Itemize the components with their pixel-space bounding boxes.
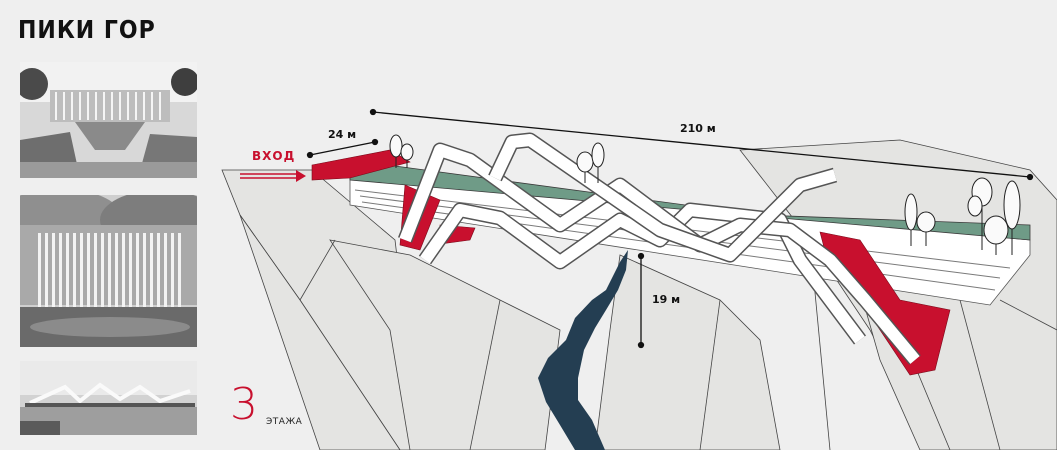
floors-count: 3 [230,379,258,430]
height-label: 19 м [652,293,680,306]
river [538,250,628,450]
bridge-photo [20,361,197,435]
entrance-segment-label: 24 м [328,128,356,141]
page-title: ПИКИ ГОР [18,16,156,45]
forest-columns-photo [20,195,197,347]
dimension-lines [306,108,1034,349]
length-total-label: 210 м [680,122,716,135]
entrance-label: ВХОД [252,149,295,163]
floors-label: ЭТАЖА [266,417,303,427]
entrance-arrow-icon [240,170,306,182]
tree-icons [389,134,1021,255]
building-photo [20,62,197,178]
winding-bridge-tubes [398,132,921,365]
